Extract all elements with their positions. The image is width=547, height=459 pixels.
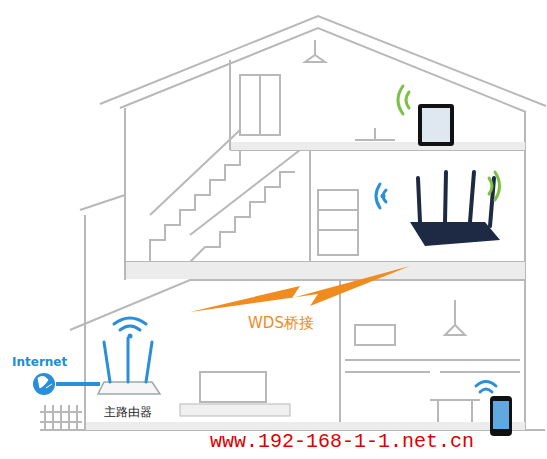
watermark: www.192-168-1-1.net.cn <box>210 432 474 452</box>
link-label: WDS桥接 <box>248 316 314 331</box>
device-label: 主路由器 <box>104 406 152 418</box>
network-label: Internet <box>12 356 67 368</box>
